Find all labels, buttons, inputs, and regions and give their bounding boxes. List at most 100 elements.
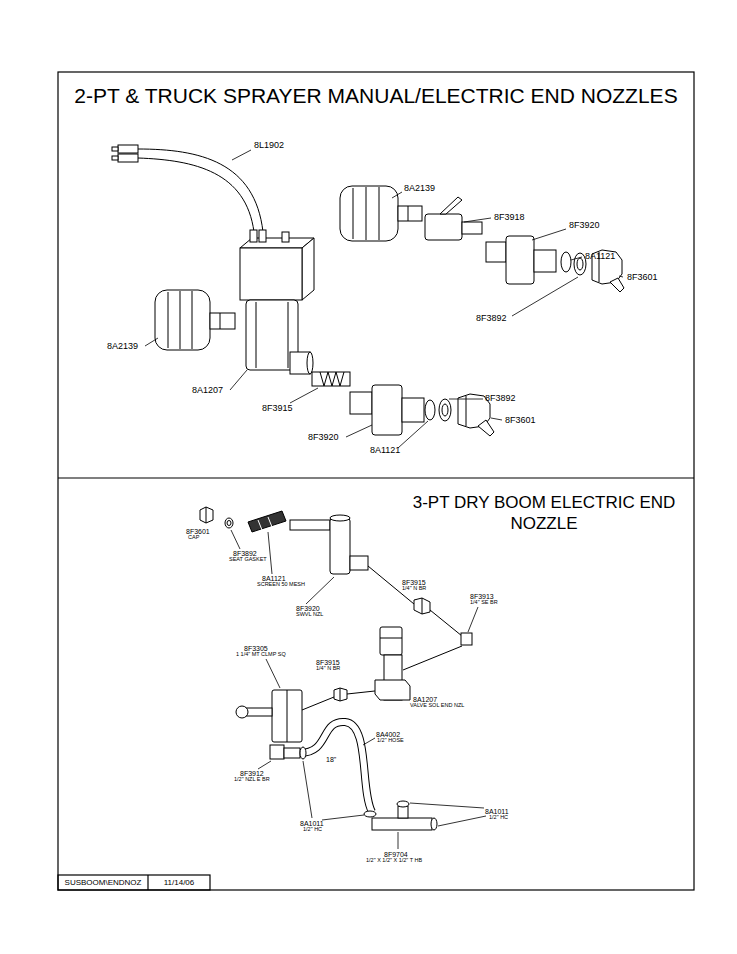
part-description: VALVE SOL END NZL <box>410 703 464 709</box>
solenoid-valve <box>259 230 266 242</box>
pipe-fitting <box>334 688 347 701</box>
part-number: 8F3913 <box>470 593 494 600</box>
part-description: SCREEN 50 MESH <box>257 582 305 588</box>
nozzle-body <box>192 291 193 349</box>
boom-clamp <box>236 690 302 759</box>
part-description: 1/2" X 1/2" X 1/2" T HB <box>366 858 422 864</box>
hose-barb <box>312 372 350 386</box>
nozzle-body <box>210 313 235 329</box>
ball-valve <box>440 197 462 214</box>
supply-line <box>302 697 334 710</box>
part-description: CAP <box>188 535 199 541</box>
leader-line <box>468 607 478 632</box>
nozzle-body <box>408 206 409 221</box>
solenoid-valve <box>250 230 257 242</box>
swivel-nozzle <box>402 398 424 422</box>
part-number: 8A2139 <box>107 342 138 351</box>
wire-harness <box>118 154 138 162</box>
leader-line <box>306 577 334 604</box>
swivel-nozzle <box>534 250 556 272</box>
nozzle-parts <box>466 396 467 426</box>
pipe-fitting <box>461 633 472 645</box>
page-title: 2-PT & TRUCK SPRAYER MANUAL/ELECTRIC END… <box>58 85 694 106</box>
ball-valve <box>462 222 482 234</box>
hose-tee <box>300 747 306 759</box>
nozzle-body <box>168 292 169 348</box>
part-description: SEAT GASKET <box>229 557 267 563</box>
swivel-nozzle <box>290 515 368 574</box>
leader-line <box>619 276 623 277</box>
hose-barb <box>312 372 350 386</box>
nozzle-parts <box>225 518 233 528</box>
leader-line <box>268 532 272 574</box>
nozzle-parts <box>561 250 624 292</box>
hose-tee <box>300 747 437 830</box>
leader-line <box>145 338 158 346</box>
nozzle-body <box>353 188 354 239</box>
supply-line <box>430 610 462 636</box>
part-number: 8F3915 <box>316 659 340 666</box>
part-number: 8F3892 <box>233 550 257 557</box>
nozzle-parts <box>577 258 583 270</box>
solenoid-valve <box>375 627 410 700</box>
nozzle-parts <box>206 507 207 523</box>
frame <box>147 875 148 890</box>
swivel-nozzle <box>330 515 350 521</box>
part-number: 8A1207 <box>192 386 223 395</box>
part-description: 1/4" N BR <box>316 666 340 672</box>
leader-line <box>231 530 486 849</box>
dimension: 18" <box>326 756 336 763</box>
hose-barb <box>320 372 344 386</box>
nozzle-body <box>180 291 181 349</box>
nozzle-parts <box>227 521 231 526</box>
leader-line <box>449 399 483 400</box>
nozzle-parts <box>425 394 494 436</box>
leader-line <box>398 421 428 448</box>
nozzle-parts <box>258 520 262 530</box>
solenoid-valve <box>256 302 257 368</box>
swivel-nozzle <box>330 518 350 574</box>
nozzle-body <box>155 290 235 350</box>
nozzle-body <box>220 313 221 329</box>
part-number: 8A1011 <box>485 808 509 815</box>
part-number: 8L1902 <box>254 141 284 150</box>
hose <box>300 722 372 812</box>
leader-line <box>258 761 271 769</box>
swivel-nozzle <box>350 385 424 435</box>
part-description: 1/2" HC <box>489 815 508 821</box>
leader-line <box>290 388 318 403</box>
hose-tee <box>372 818 432 830</box>
part-description: 1 1/4" MT CLMP SQ <box>236 652 286 658</box>
leader-line <box>232 150 251 160</box>
leader-line <box>532 229 566 240</box>
part-number: 8F3601 <box>186 528 210 535</box>
pipe-fitting <box>414 598 430 614</box>
nozzle-parts <box>561 252 571 272</box>
part-number: 8F3918 <box>494 213 525 222</box>
part-number: 8F3920 <box>308 433 339 442</box>
leader-line <box>346 425 372 437</box>
part-number: 8F9704 <box>384 851 408 858</box>
frame <box>58 875 210 890</box>
nozzle-parts <box>425 400 435 420</box>
wire-harness <box>138 149 263 232</box>
solenoid-valve <box>282 232 289 242</box>
nozzle-parts <box>248 511 286 532</box>
boom-clamp <box>287 690 288 742</box>
footer-cell: SUSBOOM\ENDNOZ <box>58 875 148 890</box>
nozzle-body <box>340 186 398 241</box>
footer-cell: 11/14/06 <box>148 875 210 890</box>
part-description: 1/4" SE BR <box>470 600 498 606</box>
boom-clamp <box>236 706 248 718</box>
part-description: 1/2" NZL E BR <box>234 777 270 783</box>
frame <box>58 72 694 890</box>
nozzle-body <box>398 206 422 221</box>
nozzle-parts <box>268 517 272 527</box>
frame <box>58 72 694 890</box>
solenoid-valve <box>240 230 314 374</box>
swivel-nozzle <box>350 392 372 414</box>
solenoid-valve <box>307 352 313 374</box>
part-description: 1/2" HC <box>303 827 322 833</box>
hose-tee <box>431 818 437 830</box>
